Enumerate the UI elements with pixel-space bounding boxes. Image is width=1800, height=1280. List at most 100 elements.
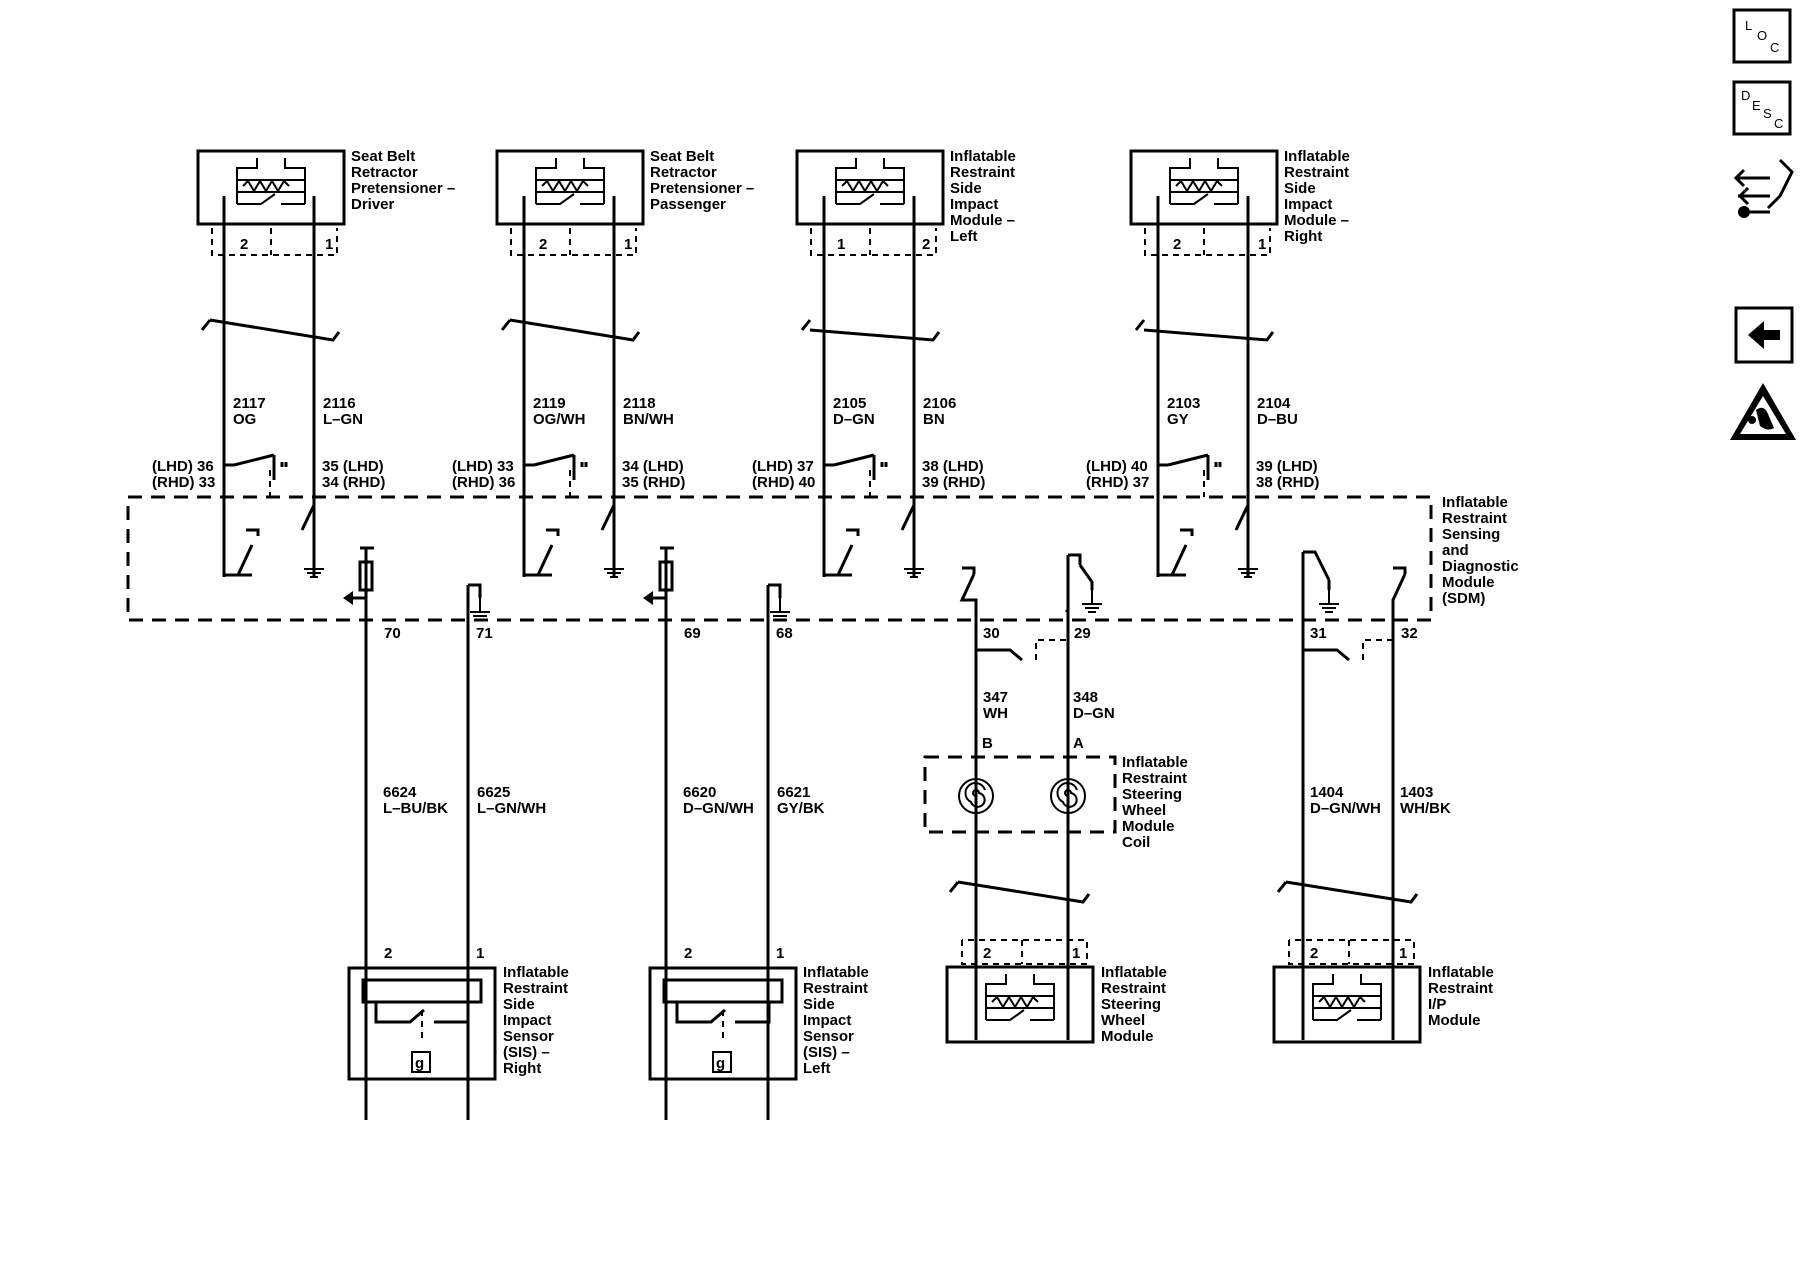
svg-text:Restraint: Restraint: [503, 980, 568, 997]
module-side-impact-left: 1 2: [795, 149, 945, 577]
svg-text:D–BU: D–BU: [1257, 411, 1298, 428]
back-arrow-icon[interactable]: [1734, 306, 1794, 364]
svg-text:g: g: [415, 1055, 424, 1072]
svg-text:Inflatable: Inflatable: [1284, 148, 1350, 165]
sdm-connector-switches: [222, 453, 1222, 497]
svg-text:1: 1: [837, 236, 845, 253]
svg-text:2: 2: [1173, 236, 1181, 253]
svg-text:Side: Side: [950, 180, 982, 197]
svg-text:Module: Module: [1122, 818, 1175, 835]
svg-text:31: 31: [1310, 625, 1327, 642]
svg-text:348: 348: [1073, 689, 1098, 706]
svg-text:(RHD) 36: (RHD) 36: [452, 474, 515, 491]
svg-text:Restraint: Restraint: [1284, 164, 1349, 181]
label-sim-right: Inflatable Restraint Side Impact Module …: [1284, 148, 1350, 245]
svg-text:Sensor: Sensor: [503, 1028, 554, 1045]
svg-text:Pretensioner –: Pretensioner –: [650, 180, 754, 197]
svg-text:2: 2: [983, 945, 991, 962]
svg-text:g: g: [716, 1055, 725, 1072]
svg-text:32: 32: [1401, 625, 1418, 642]
svg-text:OG/WH: OG/WH: [533, 411, 586, 428]
svg-text:34 (RHD): 34 (RHD): [322, 474, 385, 491]
svg-text:6620: 6620: [683, 784, 716, 801]
svg-text:Module: Module: [1101, 1028, 1154, 1045]
svg-text:Inflatable: Inflatable: [503, 964, 569, 981]
svg-text:2119: 2119: [533, 395, 566, 412]
svg-text:Module –: Module –: [1284, 212, 1349, 229]
svg-text:OG: OG: [233, 411, 256, 428]
lower-wire-runs: [974, 640, 1395, 1040]
svg-text:6625: 6625: [477, 784, 510, 801]
svg-text:(LHD) 37: (LHD) 37: [752, 458, 814, 475]
twisted-pair-markers: [200, 318, 1275, 342]
svg-text:D–GN: D–GN: [833, 411, 875, 428]
svg-text:2117: 2117: [233, 395, 266, 412]
label-sis-right: Inflatable Restraint Side Impact Sensor …: [503, 964, 569, 1077]
svg-text:1: 1: [1399, 945, 1407, 962]
svg-text:2105: 2105: [833, 395, 866, 412]
svg-text:70: 70: [384, 625, 401, 642]
svg-text:Passenger: Passenger: [650, 196, 726, 213]
esd-warning-icon[interactable]: [1730, 383, 1796, 440]
twisted-pair-markers-lower: [948, 880, 1419, 904]
label-sim-left: Inflatable Restraint Side Impact Module …: [950, 148, 1016, 245]
svg-text:L–BU/BK: L–BU/BK: [383, 800, 448, 817]
loc-icon[interactable]: L O C: [1732, 8, 1792, 64]
svg-text:Side: Side: [503, 996, 535, 1013]
svg-text:6621: 6621: [777, 784, 810, 801]
svg-text:D–GN/WH: D–GN/WH: [1310, 800, 1381, 817]
svg-text:Sensor: Sensor: [803, 1028, 854, 1045]
svg-text:GY: GY: [1167, 411, 1189, 428]
svg-text:29: 29: [1074, 625, 1091, 642]
svg-text:(SIS) –: (SIS) –: [503, 1044, 550, 1061]
desc-icon[interactable]: D E S C: [1732, 80, 1792, 136]
svg-text:Inflatable: Inflatable: [1101, 964, 1167, 981]
svg-text:Restraint: Restraint: [803, 980, 868, 997]
svg-text:Restraint: Restraint: [1428, 980, 1493, 997]
svg-text:69: 69: [684, 625, 701, 642]
svg-text:1: 1: [325, 236, 333, 253]
svg-text:35 (LHD): 35 (LHD): [322, 458, 384, 475]
label-steering-module: Inflatable Restraint Steering Wheel Modu…: [1101, 964, 1167, 1045]
module-seat-belt-pretensioner-driver: 2 1: [196, 149, 346, 577]
svg-text:2: 2: [1310, 945, 1318, 962]
svg-text:Restraint: Restraint: [1122, 770, 1187, 787]
svg-text:A: A: [1073, 735, 1084, 752]
svg-text:(SDM): (SDM): [1442, 590, 1485, 607]
svg-text:Inflatable: Inflatable: [1442, 494, 1508, 511]
svg-text:Impact: Impact: [950, 196, 998, 213]
module-sis-right: g: [347, 966, 497, 1081]
sdm-internal-circuits: [222, 480, 1407, 1120]
svg-text:BN: BN: [923, 411, 945, 428]
svg-text:2104: 2104: [1257, 395, 1291, 412]
svg-text:Diagnostic: Diagnostic: [1442, 558, 1519, 575]
svg-text:L: L: [1745, 18, 1752, 33]
module-seat-belt-pretensioner-passenger: 2 1: [495, 149, 645, 577]
svg-text:1: 1: [1072, 945, 1080, 962]
svg-text:Impact: Impact: [803, 1012, 851, 1029]
steering-wheel-coil: [923, 755, 1117, 834]
svg-text:Seat Belt: Seat Belt: [650, 148, 714, 165]
svg-text:Wheel: Wheel: [1122, 802, 1166, 819]
svg-text:C: C: [1774, 116, 1783, 131]
svg-text:Impact: Impact: [503, 1012, 551, 1029]
svg-text:1: 1: [476, 945, 484, 962]
svg-text:O: O: [1757, 28, 1767, 43]
svg-text:68: 68: [776, 625, 793, 642]
svg-text:Module –: Module –: [950, 212, 1015, 229]
connector-end-view-icon[interactable]: [1733, 158, 1794, 218]
label-sbrp-passenger: Seat Belt Retractor Pretensioner – Passe…: [650, 148, 754, 213]
svg-text:Right: Right: [1284, 228, 1322, 245]
svg-text:1: 1: [776, 945, 784, 962]
svg-text:Steering: Steering: [1101, 996, 1161, 1013]
svg-text:Retractor: Retractor: [351, 164, 418, 181]
svg-text:Restraint: Restraint: [1101, 980, 1166, 997]
svg-text:C: C: [1770, 40, 1779, 55]
svg-text:39 (RHD): 39 (RHD): [922, 474, 985, 491]
svg-text:2: 2: [684, 945, 692, 962]
sdm-shorting-bars: [974, 639, 1393, 662]
svg-text:(RHD) 37: (RHD) 37: [1086, 474, 1149, 491]
svg-text:Coil: Coil: [1122, 834, 1150, 851]
